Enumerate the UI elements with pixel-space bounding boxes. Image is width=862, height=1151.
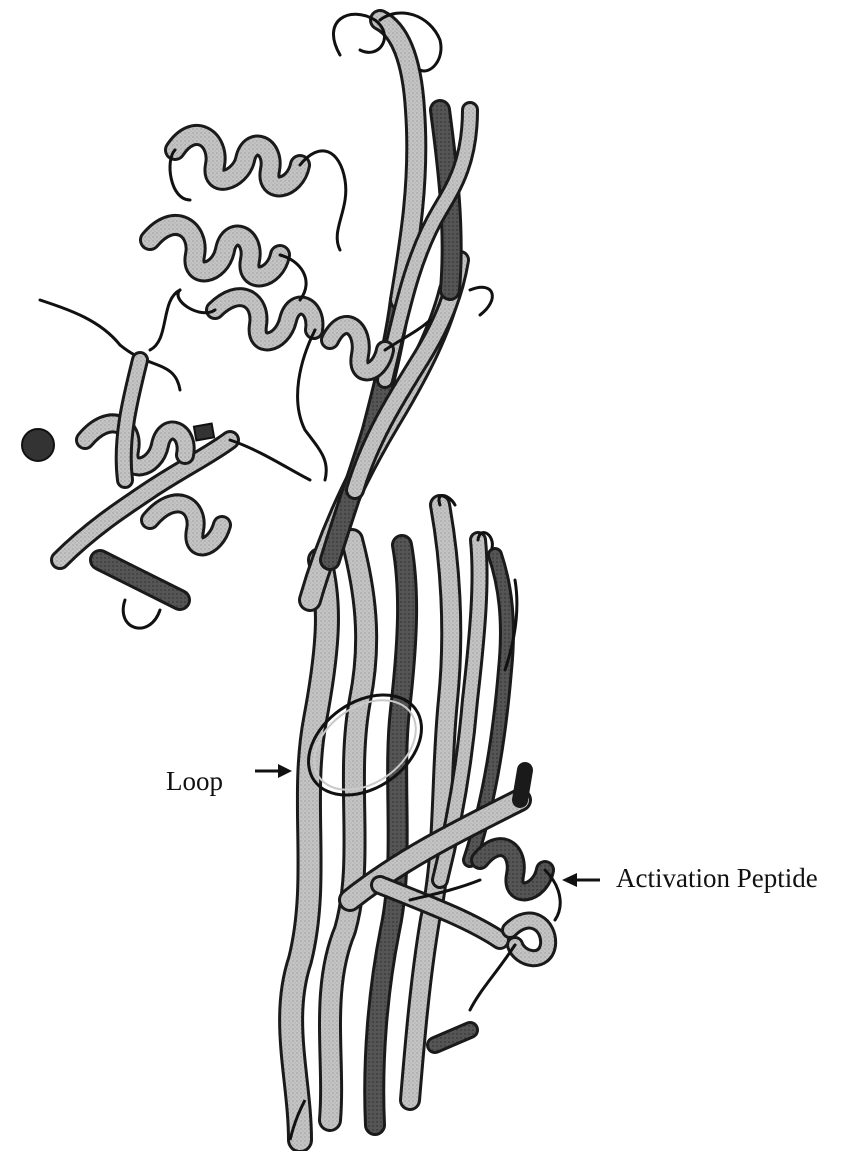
activation-peptide-arrow — [562, 873, 600, 887]
beta-sheet-lower — [291, 496, 525, 1140]
activation-peptide-label: Activation Peptide — [616, 865, 818, 892]
loop-arrow — [255, 764, 292, 778]
loop-label: Loop — [166, 768, 223, 795]
